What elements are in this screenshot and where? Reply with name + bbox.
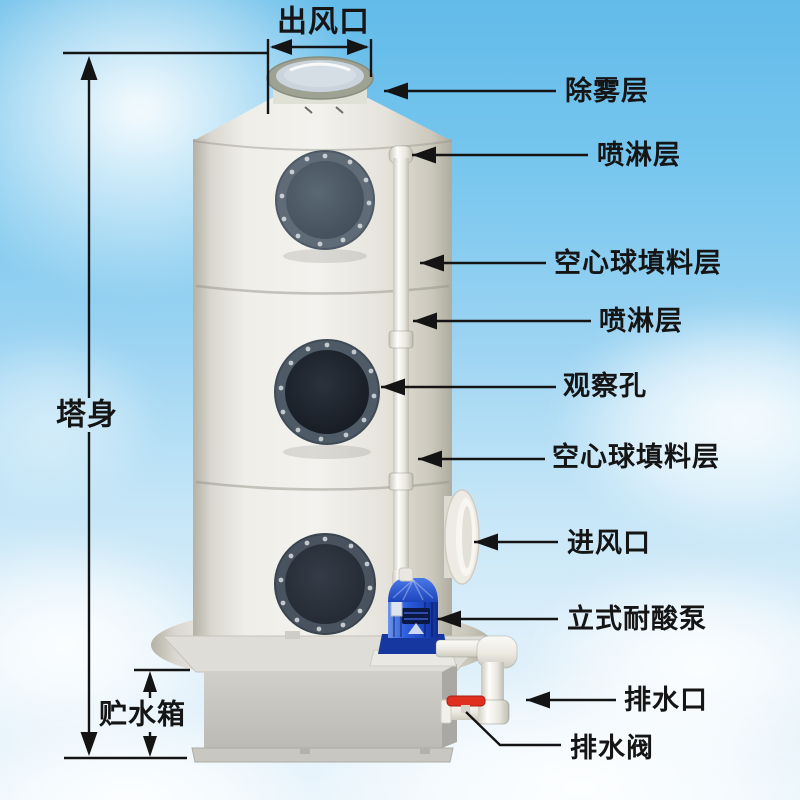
label-drain-outlet: 排水口 (624, 684, 708, 715)
inspection-window-top (275, 150, 375, 263)
air-inlet-duct (444, 489, 480, 585)
label-packing-layer-lower: 空心球填料层 (552, 441, 720, 472)
label-demister-layer: 除雾层 (565, 75, 649, 106)
spray-pipe (388, 145, 414, 586)
tower-seam-upper (195, 284, 450, 295)
callout-arrowheads (381, 82, 550, 709)
dimension-tower (63, 51, 268, 760)
label-air-inlet: 进风口 (567, 527, 651, 558)
drain-pipe (435, 635, 518, 725)
label-packing-layer-upper: 空心球填料层 (554, 247, 722, 278)
inspection-window-middle (274, 339, 380, 459)
drain-valve-handle (446, 695, 486, 713)
inspection-window-bottom (274, 533, 376, 635)
label-spray-layer-upper: 喷淋层 (597, 139, 681, 170)
acid-pump (369, 567, 457, 667)
label-air-outlet: 出风口 (277, 5, 370, 39)
tower-cone (193, 98, 452, 141)
label-water-tank: 贮水箱 (99, 698, 187, 730)
label-observation-port: 观察孔 (563, 370, 647, 401)
label-tower-body: 塔身 (56, 398, 118, 432)
label-acid-pump: 立式耐酸泵 (567, 603, 707, 634)
label-drain-valve: 排水阀 (570, 732, 654, 763)
dimension-tank (134, 668, 190, 757)
dimension-outlet (266, 39, 373, 114)
label-spray-layer-lower: 喷淋层 (599, 305, 683, 336)
tower-seam-lower (195, 480, 450, 491)
air-outlet-flange (266, 56, 374, 114)
